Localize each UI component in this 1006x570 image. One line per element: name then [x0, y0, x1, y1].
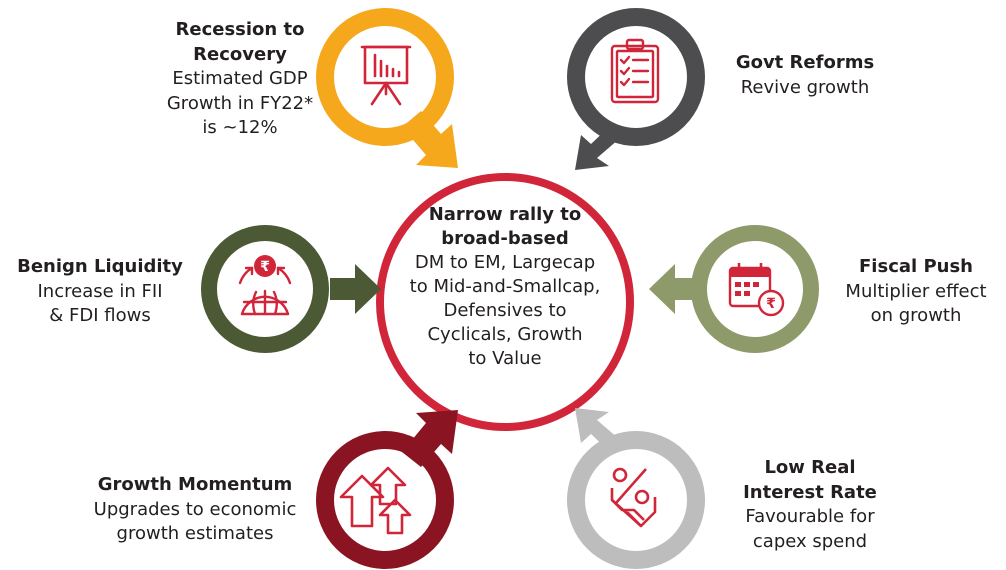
liquidity-line: Increase in FII [37, 280, 163, 302]
recession-line: is ~12% [202, 117, 278, 138]
center-line: to Value [468, 348, 542, 369]
center-line: to Mid-and-Smallcap, [409, 276, 601, 297]
momentum-line: growth estimates [116, 523, 274, 544]
reforms-line: Revive growth [740, 76, 870, 98]
liquidity-title: Benign Liquidity [17, 256, 183, 277]
fiscal-line: on growth [870, 305, 962, 326]
reforms-node [567, 8, 705, 170]
global-rupee-flow-icon: ₹ [238, 255, 292, 316]
center-label: Narrow rally to broad-based DM to EM, La… [380, 203, 630, 371]
clipboard-checklist-icon [610, 38, 660, 104]
momentum-node [316, 410, 458, 569]
interest-line: Favourable for [745, 506, 875, 527]
recession-line: Growth in FY22* [166, 92, 314, 114]
interest-line: capex spend [752, 530, 868, 552]
svg-text:₹: ₹ [766, 296, 776, 312]
center-circle [376, 173, 634, 431]
presentation-chart-icon [360, 45, 412, 106]
center-line: DM to EM, Largecap [414, 252, 596, 273]
interest-title-line2: Interest Rate [743, 481, 877, 503]
recession-title-line1: Recession to [175, 19, 305, 40]
svg-text:₹: ₹ [260, 259, 270, 275]
reforms-arrow [575, 125, 619, 170]
center-title-line1: Narrow rally to [428, 204, 582, 225]
liquidity-label: Benign Liquidity Increase in FII & FDI f… [0, 255, 200, 329]
percent-down-icon [610, 467, 657, 528]
recession-label: Recession to Recovery Estimated GDP Grow… [140, 18, 340, 141]
fiscal-node: ₹ [649, 225, 819, 353]
liquidity-line: & FDI flows [49, 305, 151, 326]
momentum-arrow [402, 410, 458, 467]
liquidity-node: ₹ [201, 225, 381, 353]
fiscal-title: Fiscal Push [859, 256, 973, 277]
recession-node [316, 8, 458, 168]
interest-title-line1: Low Real [764, 457, 856, 478]
interest-arrow [575, 408, 619, 453]
fiscal-line: Multiplier effect [845, 280, 987, 302]
recession-line: Estimated GDP [172, 68, 308, 89]
calendar-rupee-icon: ₹ [728, 263, 785, 317]
fiscal-arrow [649, 264, 692, 314]
reforms-label: Govt Reforms Revive growth [710, 51, 900, 100]
fiscal-label: Fiscal Push Multiplier effect on growth [826, 255, 1006, 329]
center-line: Cyclicals, Growth [427, 324, 583, 345]
momentum-title: Growth Momentum [97, 474, 293, 495]
center-title-line2: broad-based [441, 228, 569, 249]
recession-arrow [402, 111, 458, 168]
interest-label: Low Real Interest Rate Favourable for ca… [715, 456, 905, 554]
interest-node [567, 408, 705, 569]
center-line: Defensives to [443, 300, 567, 321]
momentum-label: Growth Momentum Upgrades to economic gro… [65, 473, 325, 547]
momentum-line: Upgrades to economic [93, 498, 297, 520]
liquidity-arrow [330, 264, 381, 314]
up-arrows-icon [339, 466, 412, 535]
reforms-title: Govt Reforms [735, 52, 875, 73]
recession-title-line2: Recovery [193, 43, 287, 65]
